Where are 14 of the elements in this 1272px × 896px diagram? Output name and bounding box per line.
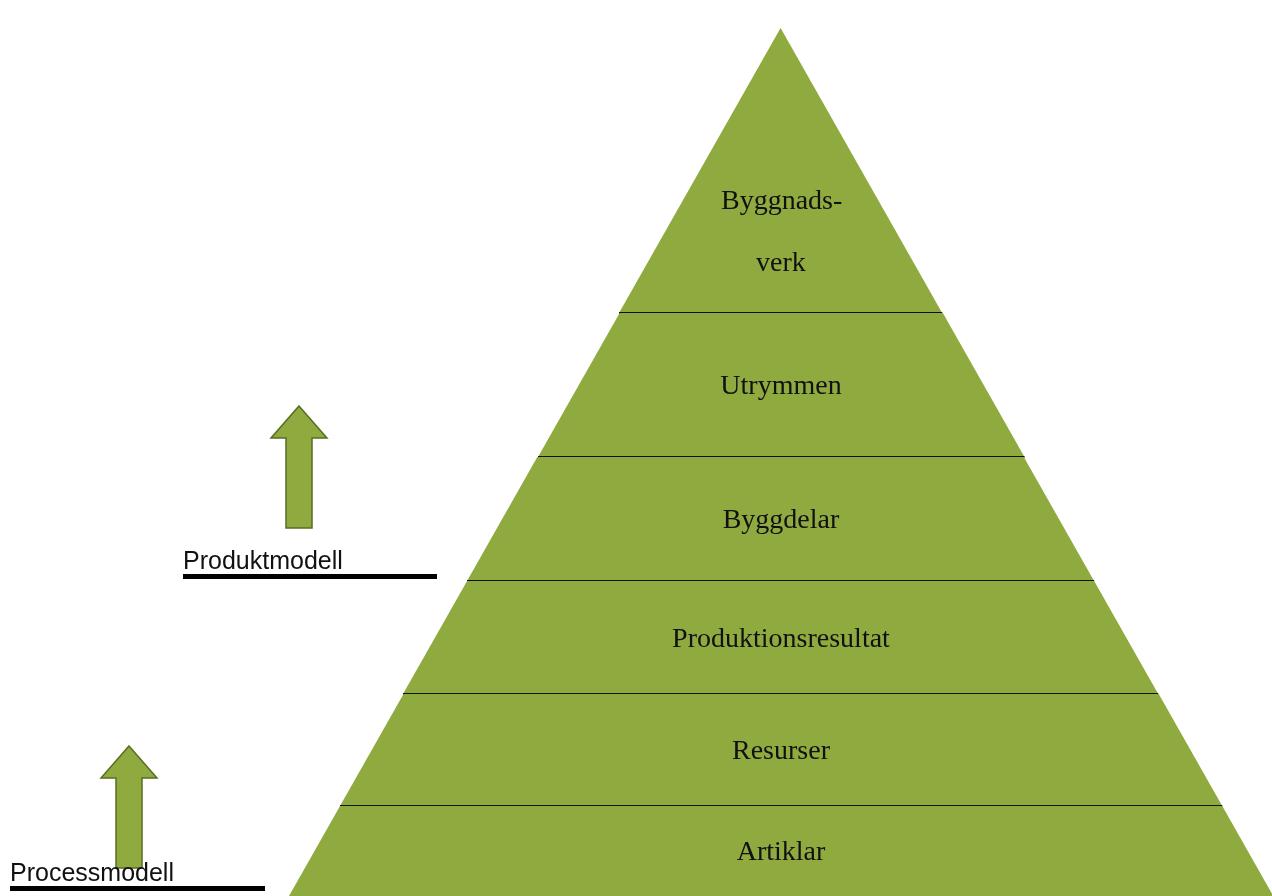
level-label: Byggnads- verk — [721, 182, 841, 279]
pyramid-level — [537, 313, 1025, 457]
pyramid-level — [339, 694, 1223, 806]
level-label: Produktionsresultat — [672, 620, 890, 655]
pyramid-level — [619, 28, 943, 313]
model-label: Processmodell — [10, 858, 265, 891]
level-label: Resurser — [732, 733, 830, 767]
level-label: Artiklar — [736, 834, 826, 868]
level-label: Utrymmen — [720, 368, 842, 402]
pyramid-level — [288, 806, 1272, 896]
model-label: Produktmodell — [183, 546, 437, 579]
pyramid-level — [467, 457, 1095, 581]
pyramid-level — [403, 581, 1159, 694]
level-label: Byggdelar — [722, 502, 840, 536]
